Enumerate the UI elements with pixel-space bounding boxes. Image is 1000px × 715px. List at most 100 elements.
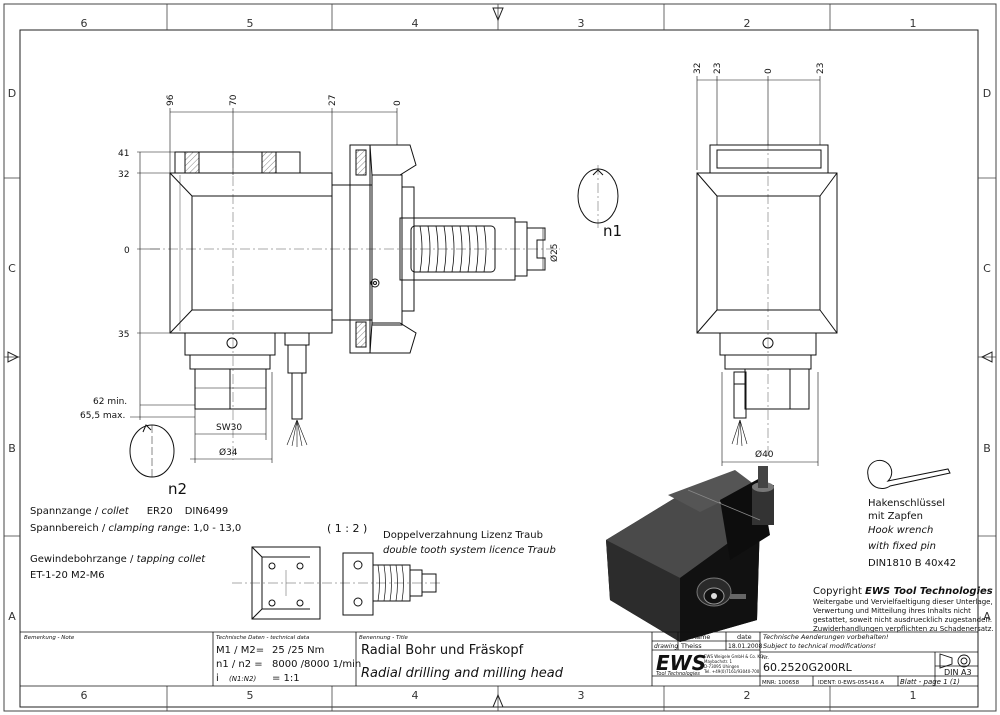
title-block <box>20 631 978 687</box>
speed-value: 8000 /8000 1/min <box>272 659 361 670</box>
din-format: DIN A3 <box>944 668 972 677</box>
zone-row-a-right: A <box>983 610 991 623</box>
side-view <box>696 76 838 466</box>
part-number: 60.2520G200RL <box>763 661 853 674</box>
dim-dia34: Ø34 <box>219 447 238 458</box>
wrench-de-1: Hakenschlüssel <box>868 498 945 509</box>
dim-96: 96 <box>166 94 176 106</box>
dim-32: 32 <box>118 170 129 180</box>
wrench-en-1: Hook wrench <box>868 525 933 536</box>
n2-label: n2 <box>168 480 187 498</box>
side-dim-0: 0 <box>764 68 774 74</box>
drawn-date: 18.01.2008 <box>728 643 763 650</box>
hook-wrench-icon <box>867 459 951 490</box>
zone-col-1: 1 <box>910 17 917 30</box>
zone-col-1-bottom: 1 <box>910 689 917 702</box>
zone-col-6-bottom: 6 <box>81 689 88 702</box>
dim-70: 70 <box>229 94 239 106</box>
side-dim-32: 32 <box>693 63 703 74</box>
sheet-page: Blatt - page 1 (1) <box>900 678 960 686</box>
side-dim-23-right: 23 <box>816 63 826 74</box>
n1-label: n1 <box>603 222 622 240</box>
zone-ticks <box>4 4 996 711</box>
ews-logo-sub: Tool Technologies <box>656 671 700 677</box>
copyright-line-3: Verwertung und Mitteilung ihres Inhalts … <box>813 607 971 615</box>
col-name: name <box>692 633 710 641</box>
collet-din: DIN6499 <box>185 506 229 517</box>
centering-mark-right <box>980 351 993 363</box>
change-en: Subject to technical modifications! <box>763 642 876 650</box>
tech-data-header: Technische Daten - technical data <box>216 635 310 641</box>
company-addr-2: D-73095 Uhingen <box>704 664 740 669</box>
collet-en: collet <box>101 506 129 517</box>
dim-62-min: 62 min. <box>93 397 127 407</box>
row-drawing: drawing <box>654 643 678 650</box>
dim-65-max: 65,5 max. <box>80 411 125 421</box>
side-dim-23-left: 23 <box>713 63 723 74</box>
tapping-en: tapping collet <box>137 554 207 565</box>
wrench-en-2: with fixed pin <box>868 541 936 552</box>
licence-de: Doppelverzahnung Lizenz Traub <box>383 530 543 541</box>
copyright-line-1: Copyright EWS Tool Technologies <box>813 586 993 597</box>
wrench-code: DIN1810 B 40x42 <box>868 558 956 569</box>
ratio-label: i <box>216 673 219 684</box>
tapping-collet-note: Gewindebohrzange / tapping collet <box>30 554 206 565</box>
zone-col-2-bottom: 2 <box>744 689 751 702</box>
zone-col-3: 3 <box>578 17 585 30</box>
range-en: clamping range <box>108 523 186 534</box>
centering-mark-bottom <box>492 693 504 708</box>
dim-0-top: 0 <box>393 100 403 106</box>
torque-label: M1 / M2= <box>216 645 264 656</box>
zone-col-5: 5 <box>247 17 254 30</box>
zone-col-2: 2 <box>744 17 751 30</box>
tapping-de: Gewindebohrzange / <box>30 554 137 565</box>
range-value: : 1,0 - 13,0 <box>187 523 242 534</box>
zone-col-4-bottom: 4 <box>412 689 419 702</box>
ratio-sub: (N1:N2) <box>229 675 256 683</box>
remarks-header: Bemerkung - Note <box>24 635 75 641</box>
change-de: Technische Aenderungen vorbehalten! <box>763 633 889 641</box>
zone-row-a: A <box>8 610 16 623</box>
licence-en: double tooth system licence Traub <box>383 545 556 556</box>
zone-row-d: D <box>8 87 16 100</box>
title-en: Radial drilling and milling head <box>361 666 564 681</box>
copyright-line-5: Zuwiderhandlungen verpflichten zu Schade… <box>813 625 994 633</box>
copyright-line-2: Weitergabe und Vervielfaeltigung dieser … <box>813 598 993 606</box>
torque-value: 25 /25 Nm <box>272 645 324 656</box>
speed-label: n1 / n2 = <box>216 659 263 670</box>
zone-col-4: 4 <box>412 17 419 30</box>
zone-row-b: B <box>8 442 16 455</box>
mnr: MNR: 100658 <box>762 680 800 686</box>
title-de: Radial Bohr und Fräskopf <box>361 643 524 658</box>
drawn-by: Theiss <box>680 642 702 650</box>
zone-row-b-right: B <box>983 442 991 455</box>
projection-symbol-icon <box>939 653 971 669</box>
detail-view <box>232 546 440 620</box>
ident: IDENT: 0-EWS-055416 A <box>818 680 884 686</box>
centering-mark-left <box>7 351 20 363</box>
front-view <box>129 108 619 480</box>
tapping-value: ET-1-20 M2-M6 <box>30 570 105 581</box>
collet-de: Spannzange / <box>30 506 101 517</box>
dim-dia25: Ø25 <box>549 243 560 262</box>
nr-label: Nr. <box>762 655 769 661</box>
zone-row-c-right: C <box>983 262 991 275</box>
product-render <box>606 466 774 642</box>
copyright-line-4: gestattet, soweit nicht ausdruecklich zu… <box>813 616 992 624</box>
clamping-range-note: Spannbereich / clamping range: 1,0 - 13,… <box>30 523 241 534</box>
zone-col-5-bottom: 5 <box>247 689 254 702</box>
outer-frame <box>3 3 997 712</box>
zone-row-d-right: D <box>983 87 991 100</box>
wrench-de-2: mit Zapfen <box>868 511 923 522</box>
zone-col-3-bottom: 3 <box>578 689 585 702</box>
dim-0-left: 0 <box>124 246 130 256</box>
ratio-value: = 1:1 <box>272 673 300 684</box>
zone-row-c: C <box>8 262 16 275</box>
dim-sw30: SW30 <box>216 423 242 433</box>
company-name: EWS Weigele GmbH & Co. KG <box>704 654 763 659</box>
side-dim-dia40: Ø40 <box>755 449 774 460</box>
ews-logo: EWS <box>656 651 706 675</box>
dim-35: 35 <box>118 330 129 340</box>
